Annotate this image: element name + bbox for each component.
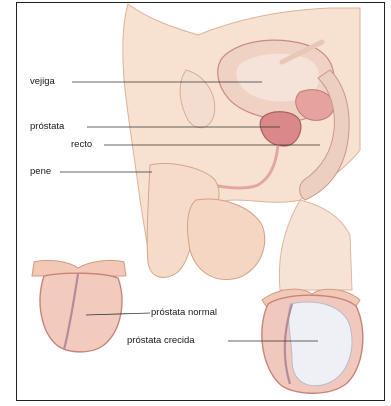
label-penis: pene xyxy=(30,166,51,177)
label-normal-prostate: próstata normal xyxy=(151,307,217,318)
label-enlarged-prostate: próstata crecida xyxy=(127,335,195,346)
label-rectum: recto xyxy=(71,139,92,150)
pelvis-sagittal-view xyxy=(123,4,360,290)
label-prostate: próstata xyxy=(30,121,64,132)
label-bladder: vejiga xyxy=(30,76,55,87)
normal-prostate-gland xyxy=(40,273,122,352)
